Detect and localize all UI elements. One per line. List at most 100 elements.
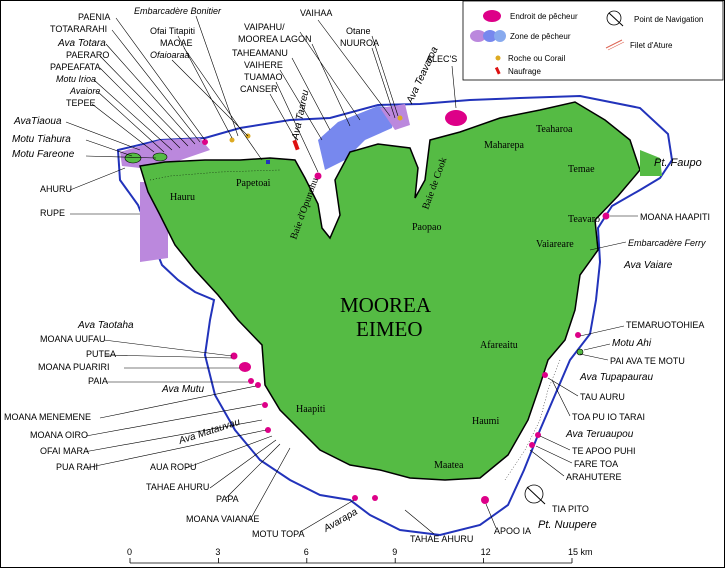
label-motu-fareone: Motu Fareone <box>12 149 75 160</box>
fishing-spot-putea <box>230 352 238 360</box>
legend-zone-icon <box>483 30 497 42</box>
motu-ahi <box>576 348 584 356</box>
label-vaipahu: VAIPAHU/ <box>244 22 285 32</box>
pt-faupo-land <box>640 150 662 176</box>
map-subtitle: EIMEO <box>356 317 423 341</box>
fishing-spot-te-apoo-puhi <box>535 432 541 438</box>
place-teaharoa: Teaharoa <box>536 124 573 135</box>
label-pua-rahi: PUA RAHI <box>56 462 98 472</box>
label-paia: PAIA <box>88 376 108 386</box>
label-putea: PUTEA <box>86 349 116 359</box>
legend: Endroit de pêcheur Zone de pêcheur Roche… <box>462 0 724 81</box>
label-vaihaa: VAIHAA <box>300 8 332 18</box>
fishing-spot-tuamao <box>314 172 322 180</box>
scale-tick-label: 15 km <box>568 547 593 557</box>
fishing-spot-moana-menemene <box>255 382 261 388</box>
legend-wreck-icon <box>494 66 501 75</box>
label-totararahi: TOTARARAHI <box>50 24 107 34</box>
fishing-spot-moana-haapiti <box>602 212 610 220</box>
label-motu-topa: MOTU TOPA <box>252 529 305 539</box>
label-tuamao: TUAMAO <box>244 72 283 82</box>
label-papa: PAPA <box>216 494 239 504</box>
fishing-spot-tau-auru <box>542 372 548 378</box>
label-tahae-ahuru: TAHAE AHURU <box>410 534 473 544</box>
label-fare-toa: FARE TOA <box>574 459 618 469</box>
legend-rock-coral: Roche ou Corail <box>508 54 566 63</box>
label-taheamanu: TAHEAMANU <box>232 48 288 58</box>
legend-net: Filet d'Ature <box>630 41 673 50</box>
rock-coral <box>397 115 403 121</box>
place-maatea: Maatea <box>434 460 464 471</box>
fishing-spot-motu-topa <box>352 495 358 501</box>
label-tahae-ahuru-west: TAHAE AHURU <box>146 482 209 492</box>
label-motu-irioa: Motu Irioa <box>56 74 96 84</box>
scale-tick-label: 3 <box>215 547 220 557</box>
scale-tick-label: 12 <box>481 547 491 557</box>
label-temaruotohiea: TEMARUOTOHIEA <box>626 320 704 330</box>
wreck-marker <box>292 139 300 151</box>
legend-zone-icon <box>470 30 486 42</box>
island-land <box>139 101 641 481</box>
label-papeafata: PAPEAFATA <box>50 62 101 72</box>
legend-fishing-spot: Endroit de pêcheur <box>510 12 578 21</box>
place-papetoai: Papetoai <box>236 178 271 189</box>
label-moana-menemene: MOANA MENEMENE <box>4 412 91 422</box>
fishing-spot-temaruotohiea <box>575 332 581 338</box>
fishing-spot-fare-toa <box>529 442 535 448</box>
motu-fareone <box>152 152 168 162</box>
label-te-apoo-puhi: TE APOO PUHI <box>572 446 636 456</box>
fishing-spot-tahae-ahuru <box>372 495 378 501</box>
label-tau-auru: TAU AURU <box>580 392 625 402</box>
fishing-spot-paenia <box>202 139 208 145</box>
fishing-spot-apoo-ia <box>481 496 489 504</box>
legend-zone-icon <box>494 30 506 42</box>
fishing-zone-north-blue <box>318 106 395 170</box>
map-title: MOOREA <box>340 293 432 317</box>
label-apoo-ia: APOO IA <box>494 526 531 536</box>
label-paeraro: PAERARO <box>66 50 109 60</box>
label-moana-vaianae: MOANA VAIANAE <box>186 514 259 524</box>
place-vaiareare: Vaiareare <box>536 239 574 250</box>
label-maoae: MAOAE <box>160 38 193 48</box>
place-hauru: Hauru <box>170 192 195 203</box>
fishing-spot-alecs <box>445 110 467 126</box>
wreck-marker <box>266 160 270 164</box>
scale-tick-label: 0 <box>127 547 132 557</box>
label-ahuru: AHURU <box>40 184 72 194</box>
label-ofai-mara: OFAI MARA <box>40 446 89 456</box>
label-arahutere: ARAHUTERE <box>566 472 622 482</box>
legend-navigation: Point de Navigation <box>634 15 703 24</box>
label-ava-taotaha: Ava Taotaha <box>77 320 134 331</box>
label-ava-totara: Ava Totara <box>57 38 106 49</box>
fishing-spot-moana-puariri <box>239 362 251 372</box>
label-moorea-lagon: MOOREA LAGON <box>238 34 312 44</box>
label-avaiore: Avaiore <box>69 86 100 96</box>
navigation-point-icon <box>524 484 546 505</box>
label-ofai-titapiti: Ofai Titapiti <box>150 26 195 36</box>
label-rupe: RUPE <box>40 208 65 218</box>
label-embarcadere-bonitier: Embarcadère Bonitier <box>134 6 222 16</box>
place-haumi: Haumi <box>472 416 499 427</box>
label-avatiaoua: AvaTiaoua <box>13 116 62 127</box>
legend-wreck: Naufrage <box>508 67 541 76</box>
label-ava-teruaupou: Ava Teruaupou <box>565 429 634 440</box>
northwest-labels: PAENIA TOTARARAHI Ava Totara PAERARO PAP… <box>12 12 206 218</box>
motu-tiahura <box>124 152 142 164</box>
label-paenia: PAENIA <box>78 12 110 22</box>
scale-tick-label: 9 <box>392 547 397 557</box>
fishing-spot-paia <box>248 378 254 384</box>
place-maharepa: Maharepa <box>484 140 525 151</box>
label-motu-ahi: Motu Ahi <box>612 338 652 349</box>
label-moana-oiro: MOANA OIRO <box>30 430 88 440</box>
label-toa-pu-io-tarai: TOA PU IO TARAI <box>572 412 645 422</box>
fishing-spot-ofai-mara <box>265 427 271 433</box>
label-motu-tiahura: Motu Tiahura <box>12 134 71 145</box>
fishing-spot-moana-oiro <box>262 402 268 408</box>
fishing-zone-north-purple <box>380 104 410 130</box>
place-afareaitu: Afareaitu <box>480 340 518 351</box>
label-ava-mutu: Ava Mutu <box>161 384 204 395</box>
